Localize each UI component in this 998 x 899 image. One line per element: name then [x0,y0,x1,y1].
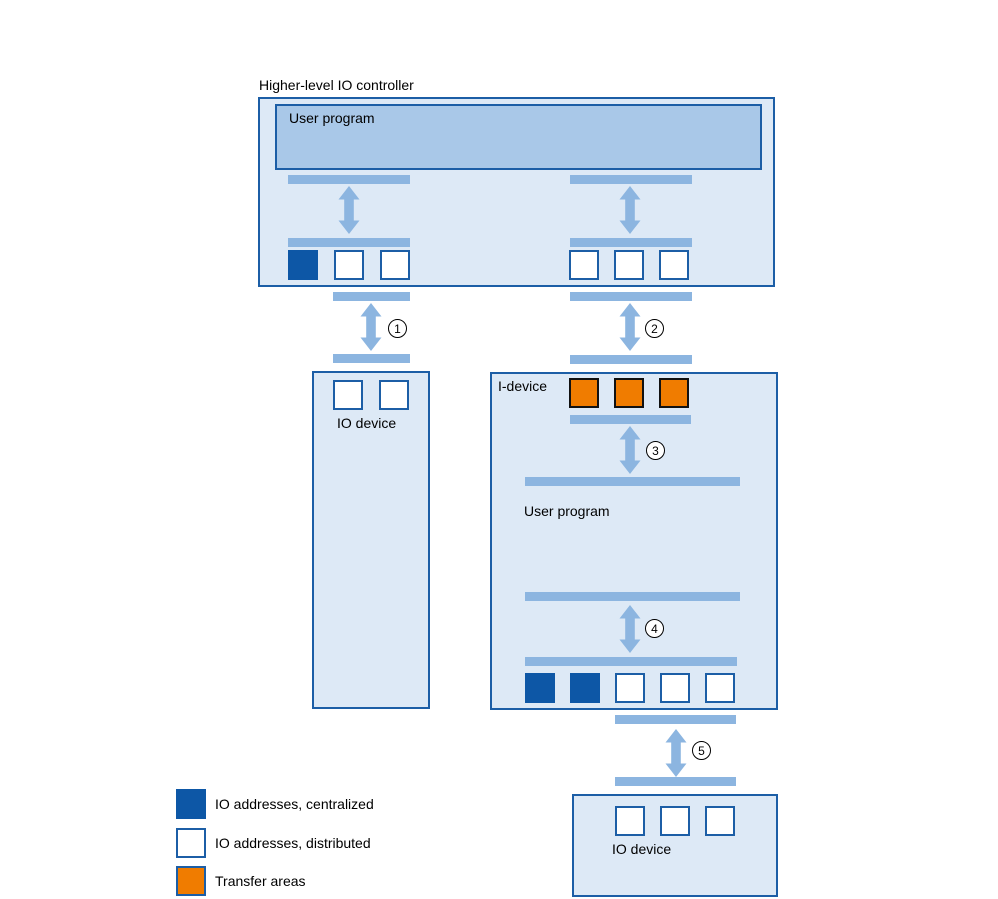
double-arrow-icon [619,303,641,351]
legend-swatch-centralized [176,789,206,819]
bus-bar [570,175,692,184]
distributed-address-square [379,380,409,410]
bus-bar [333,292,410,301]
bus-bar [288,238,410,247]
bus-bar [288,175,410,184]
bus-bar [615,715,736,724]
distributed-address-square [176,828,206,858]
distributed-address-square [705,806,735,836]
transfer-area-square [569,378,599,408]
circled-number-1: 1 [388,319,407,338]
centralized-address-square [570,673,600,703]
distributed-address-square [569,250,599,280]
io-device-left-box [312,371,430,709]
transfer-area-square [659,378,689,408]
bus-bar [570,292,692,301]
distributed-address-square [660,806,690,836]
distributed-address-square [705,673,735,703]
higher-level-io-controller-label: Higher-level IO controller [259,77,414,93]
bus-bar [615,777,736,786]
distributed-address-square [380,250,410,280]
centralized-address-square [525,673,555,703]
distributed-address-square [614,250,644,280]
centralized-address-square [176,789,206,819]
double-arrow-icon [619,605,641,653]
io-device-bottom-address-row [615,806,735,836]
distributed-address-square [333,380,363,410]
io-device-bottom-box [572,794,778,897]
distributed-address-square [659,250,689,280]
user-program-label: User program [289,110,375,126]
bus-bar [525,592,740,601]
circled-number-3: 3 [646,441,665,460]
legend-swatch-transfer [176,866,206,896]
i-device-transfer-area-row [569,378,689,408]
distributed-address-square [615,673,645,703]
legend-swatch-distributed [176,828,206,858]
bus-bar [570,415,691,424]
controller-right-address-row [569,250,689,280]
legend-label: Transfer areas [215,873,306,889]
io-device-left-address-row [333,380,409,410]
bus-bar [525,657,737,666]
legend-item: IO addresses, centralized [176,789,374,819]
bus-bar [525,477,740,486]
bus-bar [570,355,692,364]
circled-number-2: 2 [645,319,664,338]
i-device-address-row [525,673,735,703]
double-arrow-icon [665,729,687,777]
i-device-user-program-label: User program [524,503,610,519]
i-device-label: I-device [498,378,548,394]
distributed-address-square [334,250,364,280]
legend-label: IO addresses, centralized [215,796,374,812]
io-device-bottom-label: IO device [612,841,672,857]
io-device-left-label: IO device [337,415,397,431]
circled-number-4: 4 [645,619,664,638]
centralized-address-square [288,250,318,280]
legend-label: IO addresses, distributed [215,835,371,851]
controller-left-address-row [288,250,410,280]
circled-number-5: 5 [692,741,711,760]
bus-bar [333,354,410,363]
distributed-address-square [615,806,645,836]
bus-bar [570,238,692,247]
double-arrow-icon [338,186,360,234]
double-arrow-icon [619,426,641,474]
user-program-box [275,104,762,170]
transfer-area-square [176,866,206,896]
legend-item: IO addresses, distributed [176,828,371,858]
transfer-area-square [614,378,644,408]
distributed-address-square [660,673,690,703]
double-arrow-icon [360,303,382,351]
double-arrow-icon [619,186,641,234]
legend-item: Transfer areas [176,866,306,896]
i-device-box [490,372,778,710]
